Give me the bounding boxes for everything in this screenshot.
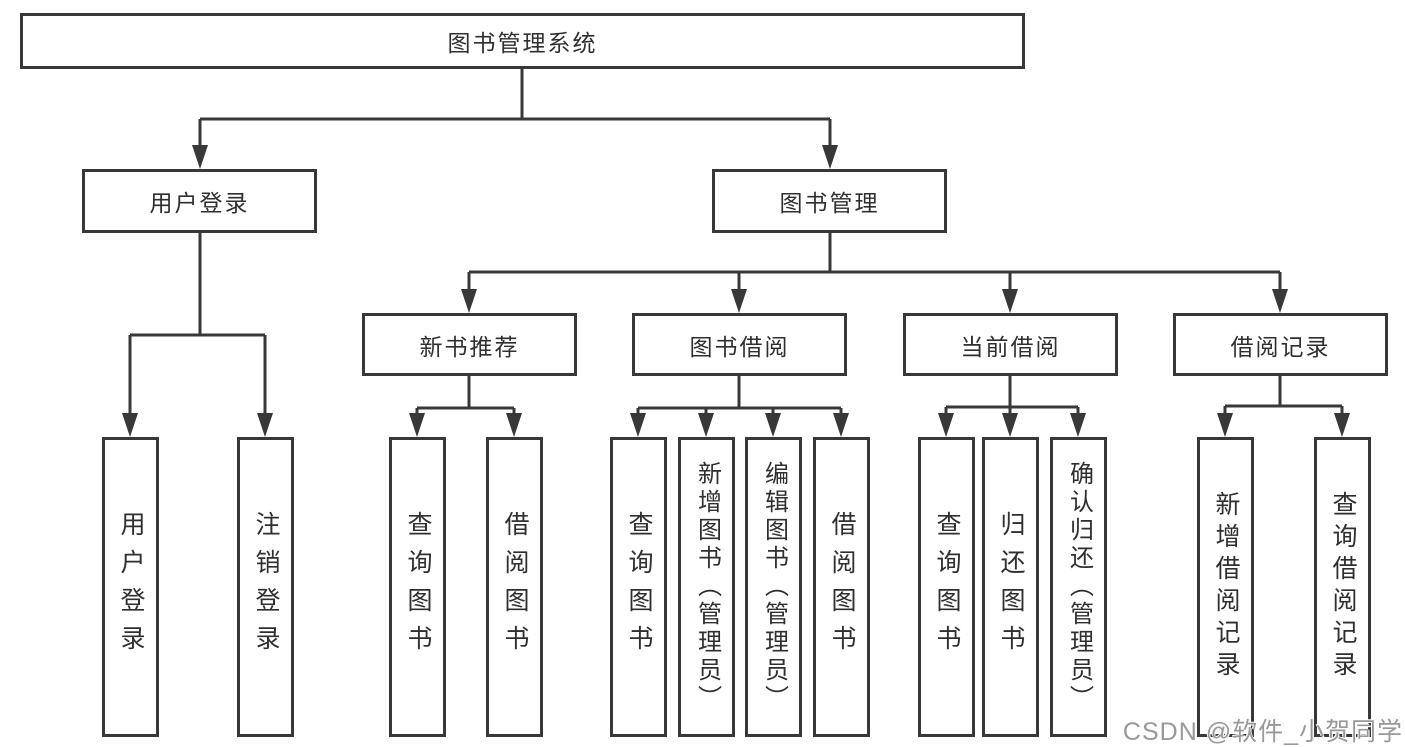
arrowheads xyxy=(122,145,1350,437)
leaf-query-books-borrow-label: 查询图书 xyxy=(625,511,653,663)
csdn-watermark: CSDN @软件_小贺同学 xyxy=(1122,718,1403,746)
leaf-user-login-label: 用户登录 xyxy=(117,511,145,663)
leaf-confirm-return-admin: 确认归还（管理员） xyxy=(1050,437,1107,737)
node-book-borrowing: 图书借阅 xyxy=(632,313,847,376)
node-borrowing-records-label: 借阅记录 xyxy=(1230,333,1331,360)
node-new-book-recommendation-label: 新书推荐 xyxy=(419,333,520,360)
node-book-management-label: 图书管理 xyxy=(779,190,880,216)
node-user-login-label: 用户登录 xyxy=(149,190,250,216)
node-user-login: 用户登录 xyxy=(82,169,317,233)
node-book-borrowing-label: 图书借阅 xyxy=(689,333,790,360)
node-borrowing-records: 借阅记录 xyxy=(1173,313,1388,376)
leaf-edit-book-admin: 编辑图书（管理员） xyxy=(745,437,802,737)
node-root-label: 图书管理系统 xyxy=(447,30,598,56)
leaf-query-books-current-label: 查询图书 xyxy=(933,511,961,663)
leaf-edit-book-admin-label: 编辑图书（管理员） xyxy=(760,461,788,713)
leaf-user-login: 用户登录 xyxy=(102,437,159,737)
leaf-borrow-books-label: 借阅图书 xyxy=(828,511,856,663)
leaf-return-books: 归还图书 xyxy=(982,437,1039,737)
node-root: 图书管理系统 xyxy=(20,13,1025,69)
leaf-query-books-recommend: 查询图书 xyxy=(389,437,446,737)
leaf-query-borrow-record-label: 查询借阅记录 xyxy=(1329,491,1357,683)
leaf-query-books-borrow: 查询图书 xyxy=(610,437,667,737)
leaf-return-books-label: 归还图书 xyxy=(997,511,1025,663)
leaf-add-book-admin-label: 新增图书（管理员） xyxy=(693,461,721,713)
leaf-logout-label: 注销登录 xyxy=(252,511,280,663)
leaf-query-borrow-record: 查询借阅记录 xyxy=(1314,437,1371,737)
leaf-borrow-books: 借阅图书 xyxy=(813,437,870,737)
leaf-logout: 注销登录 xyxy=(237,437,294,737)
leaf-add-borrow-record: 新增借阅记录 xyxy=(1197,437,1254,737)
node-new-book-recommendation: 新书推荐 xyxy=(362,313,577,376)
leaf-add-borrow-record-label: 新增借阅记录 xyxy=(1212,491,1240,683)
leaf-query-books-recommend-label: 查询图书 xyxy=(404,511,432,663)
node-current-borrowing: 当前借阅 xyxy=(903,313,1118,376)
leaf-add-book-admin: 新增图书（管理员） xyxy=(678,437,735,737)
leaf-borrow-books-recommend-label: 借阅图书 xyxy=(501,511,529,663)
node-book-management: 图书管理 xyxy=(712,169,947,233)
leaf-confirm-return-admin-label: 确认归还（管理员） xyxy=(1065,461,1093,713)
node-current-borrowing-label: 当前借阅 xyxy=(960,333,1061,360)
leaf-query-books-current: 查询图书 xyxy=(918,437,975,737)
leaf-borrow-books-recommend: 借阅图书 xyxy=(486,437,543,737)
